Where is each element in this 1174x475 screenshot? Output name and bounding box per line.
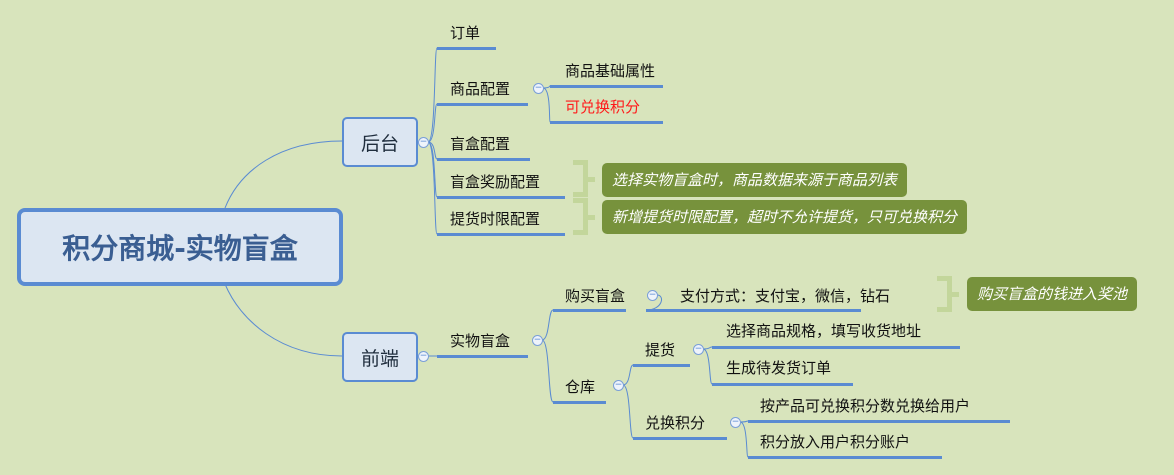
connector <box>427 103 438 143</box>
connector <box>739 421 749 458</box>
underline <box>437 196 565 199</box>
connector <box>541 309 554 341</box>
connector <box>622 364 634 386</box>
connector <box>542 87 551 123</box>
underline <box>748 420 1010 423</box>
summary-bracket <box>937 276 959 312</box>
connector <box>542 85 551 89</box>
collapse-icon[interactable]: − <box>418 351 429 362</box>
underline <box>437 233 565 236</box>
topic-pickup[interactable]: 提货 <box>645 341 676 359</box>
topic-exchange-desc[interactable]: 按产品可兑换积分数兑换给用户 <box>760 397 971 415</box>
topic-frontend[interactable]: 前端 <box>342 332 418 382</box>
note-pickup[interactable]: 新增提货时限配置，超时不允许提货，只可兑换积分 <box>602 200 968 234</box>
underline <box>437 158 530 161</box>
underline <box>553 401 606 404</box>
connector <box>702 346 713 350</box>
root-topic[interactable]: 积分商城-实物盲盒 <box>17 208 343 286</box>
summary-bracket <box>573 160 595 197</box>
topic-payment[interactable]: 支付方式：支付宝，微信，钻石 <box>680 287 891 305</box>
topic-backend[interactable]: 后台 <box>342 117 418 167</box>
collapse-icon[interactable]: − <box>532 335 543 346</box>
underline <box>712 346 960 349</box>
topic-redeemable-points[interactable]: 可兑换积分 <box>565 98 641 116</box>
connector <box>541 339 554 403</box>
underline <box>437 47 496 50</box>
topic-buy[interactable]: 购买盲盒 <box>565 287 626 305</box>
underline <box>748 456 942 459</box>
underline <box>633 437 727 440</box>
topic-product-config[interactable]: 商品配置 <box>450 80 511 98</box>
collapse-icon[interactable]: − <box>533 83 544 94</box>
summary-bracket <box>573 198 595 235</box>
collapse-icon[interactable]: − <box>730 417 741 428</box>
connector <box>427 141 438 198</box>
connector <box>622 384 634 439</box>
topic-warehouse[interactable]: 仓库 <box>565 378 596 396</box>
note-reward[interactable]: 选择实物盲盒时，商品数据来源于商品列表 <box>602 163 908 197</box>
connector <box>702 348 713 385</box>
underline <box>712 383 853 386</box>
underline <box>550 121 663 124</box>
underline <box>633 364 690 367</box>
collapse-icon[interactable]: − <box>613 380 624 391</box>
underline <box>550 85 663 88</box>
connector <box>224 283 343 357</box>
topic-physical-box[interactable]: 实物盲盒 <box>450 332 511 350</box>
connector <box>224 140 343 209</box>
collapse-icon[interactable]: − <box>693 344 704 355</box>
topic-select-spec[interactable]: 选择商品规格，填写收货地址 <box>726 322 922 340</box>
underline <box>437 355 528 358</box>
underline <box>646 309 861 312</box>
collapse-icon[interactable]: − <box>418 137 429 148</box>
connector <box>427 47 438 143</box>
topic-blindbox-config[interactable]: 盲盒配置 <box>450 135 511 153</box>
topic-exchange[interactable]: 兑换积分 <box>645 414 706 432</box>
topic-order[interactable]: 订单 <box>450 24 481 42</box>
collapse-icon[interactable]: − <box>647 290 658 301</box>
topic-create-order[interactable]: 生成待发货订单 <box>726 359 832 377</box>
connector <box>739 420 749 423</box>
underline <box>437 103 528 106</box>
topic-product-basic[interactable]: 商品基础属性 <box>565 62 656 80</box>
note-buy[interactable]: 购买盲盒的钱进入奖池 <box>967 277 1138 311</box>
topic-points-account[interactable]: 积分放入用户积分账户 <box>760 433 911 451</box>
topic-reward-config[interactable]: 盲盒奖励配置 <box>450 173 541 191</box>
connector <box>427 141 438 235</box>
topic-pickup-limit[interactable]: 提货时限配置 <box>450 210 541 228</box>
underline <box>553 309 626 312</box>
